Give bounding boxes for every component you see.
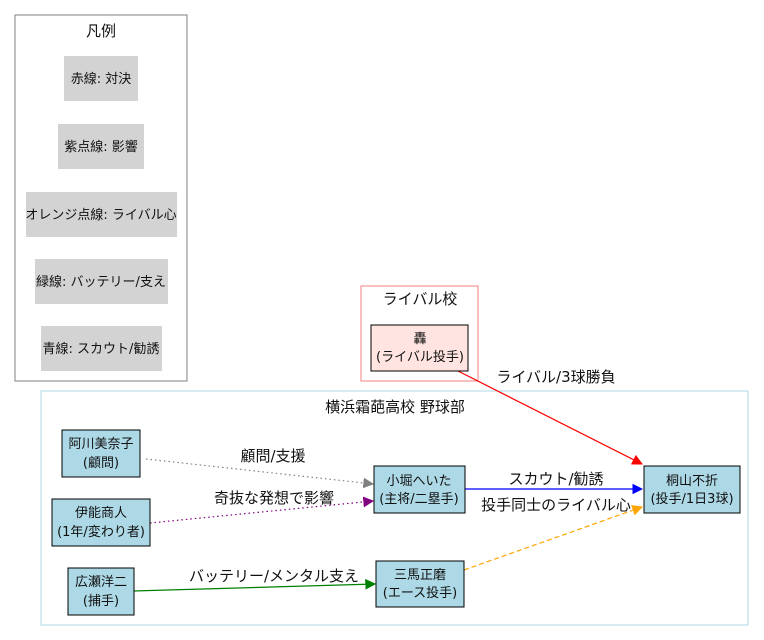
home-team-label: 横浜霜葩高校 野球部 bbox=[325, 398, 465, 416]
node-miuma-role: (エース投手) bbox=[383, 585, 458, 601]
legend-title: 凡例 bbox=[86, 22, 116, 40]
edge-label-scout: スカウト/勧誘 bbox=[508, 470, 603, 488]
edge-quirky-influence bbox=[149, 496, 375, 524]
node-kiriyama: 桐山不折 (投手/1日3球) bbox=[643, 465, 741, 514]
node-box bbox=[375, 560, 465, 608]
rival-school-label: ライバル校 bbox=[383, 290, 458, 308]
node-kobori: 小堀へいた (主将/二塁手) bbox=[373, 465, 466, 514]
home-team-border bbox=[40, 390, 749, 626]
node-kiriyama-name: 桐山不折 bbox=[666, 474, 718, 489]
node-box bbox=[373, 465, 466, 514]
edge-rival-showdown bbox=[457, 370, 643, 465]
node-inou: 伊能商人 (1年/変わり者) bbox=[51, 498, 151, 547]
legend-item-box bbox=[64, 56, 138, 101]
node-box bbox=[51, 498, 151, 547]
node-hirose-name: 広瀬洋二 bbox=[75, 575, 127, 590]
node-todoroki-name: 轟 bbox=[413, 331, 426, 347]
edges: ライバル/3球勝負 顧問/支援 奇抜な発想で影響 バッテリー/メンタル支え スカ… bbox=[132, 368, 644, 592]
node-hirose-role: (捕手) bbox=[83, 593, 119, 609]
node-todoroki-role: (ライバル投手) bbox=[376, 349, 464, 365]
node-box bbox=[61, 429, 141, 478]
edge-label-battery-support: バッテリー/メンタル支え bbox=[189, 567, 359, 585]
nodes: 轟 (ライバル投手) 桐山不折 (投手/1日3球) 小堀へいた (主将/二塁手)… bbox=[51, 324, 741, 616]
node-kobori-name: 小堀へいた bbox=[386, 474, 451, 489]
edge-pitcher-rivalry bbox=[463, 505, 644, 571]
rival-school-border bbox=[360, 285, 479, 382]
node-inou-role: (1年/変わり者) bbox=[57, 524, 145, 540]
node-kobori-role: (主将/二塁手) bbox=[379, 492, 459, 507]
node-hirose: 広瀬洋二 (捕手) bbox=[67, 567, 135, 616]
legend-border bbox=[14, 14, 188, 382]
node-box bbox=[67, 567, 135, 616]
legend-item-red: 赤線: 対決 bbox=[71, 71, 132, 87]
legend-item-box bbox=[58, 124, 144, 169]
node-miuma-name: 三馬正磨 bbox=[394, 568, 446, 583]
edge-label-advisor-support: 顧問/支援 bbox=[240, 447, 305, 465]
edge-label-pitcher-rivalry: 投手同士のライバル心 bbox=[481, 496, 631, 514]
rival-school-cluster: ライバル校 bbox=[360, 285, 479, 382]
node-box bbox=[370, 324, 469, 372]
legend-item-purple: 紫点線: 影響 bbox=[64, 139, 138, 155]
home-team-cluster: 横浜霜葩高校 野球部 bbox=[40, 390, 749, 626]
edge-advisor-support bbox=[145, 458, 375, 489]
node-kiriyama-role: (投手/1日3球) bbox=[650, 491, 733, 507]
legend-item-green: 緑線: バッテリー/支え bbox=[36, 274, 166, 290]
edge-battery-support bbox=[132, 578, 377, 592]
node-agawa: 阿川美奈子 (顧問) bbox=[61, 429, 141, 478]
node-agawa-name: 阿川美奈子 bbox=[68, 437, 133, 452]
node-box bbox=[643, 465, 741, 514]
node-todoroki: 轟 (ライバル投手) bbox=[370, 324, 469, 372]
node-inou-name: 伊能商人 bbox=[75, 506, 127, 521]
legend: 凡例 赤線: 対決 紫点線: 影響 オレンジ点線: ライバル心 緑線: バッテリ… bbox=[14, 14, 188, 382]
legend-item-box bbox=[26, 192, 177, 237]
edge-label-rival-showdown: ライバル/3球勝負 bbox=[496, 368, 615, 386]
node-miuma: 三馬正磨 (エース投手) bbox=[375, 560, 465, 608]
legend-item-box bbox=[41, 326, 162, 371]
legend-item-orange: オレンジ点線: ライバル心 bbox=[25, 207, 176, 223]
node-agawa-role: (顧問) bbox=[83, 456, 119, 471]
edge-label-quirky-influence: 奇抜な発想で影響 bbox=[214, 489, 334, 507]
legend-item-blue: 青線: スカウト/勧誘 bbox=[43, 341, 160, 357]
legend-item-box bbox=[35, 259, 168, 304]
